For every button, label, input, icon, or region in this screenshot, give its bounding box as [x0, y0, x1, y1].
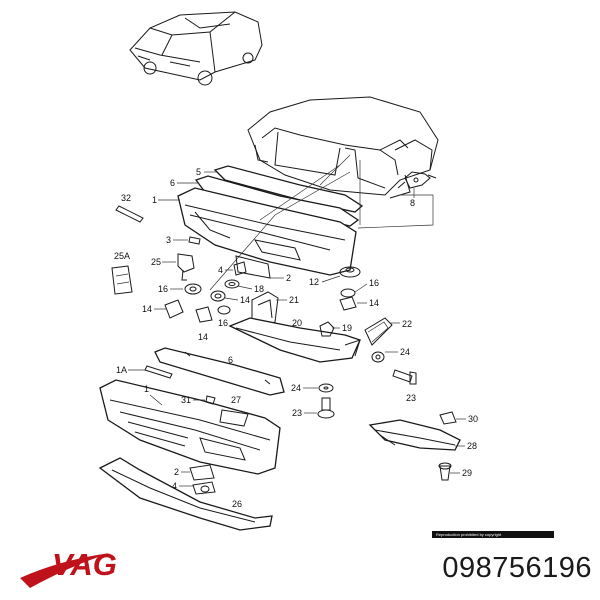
svg-text:18: 18	[254, 284, 264, 294]
vag-logo-text: VAG	[52, 547, 117, 582]
svg-text:16: 16	[158, 284, 168, 294]
svg-text:16: 16	[218, 318, 228, 328]
fog-lamp-upper: 4 2	[218, 255, 291, 283]
lamp-and-spoiler-lower: 2 4 26	[98, 457, 273, 531]
svg-text:8: 8	[410, 198, 415, 208]
clips-right: 12 16 14	[309, 266, 379, 311]
svg-text:32: 32	[121, 193, 131, 203]
car-thumbnail	[129, 11, 263, 86]
svg-text:26: 26	[232, 499, 242, 509]
cover-22: 22	[364, 317, 412, 346]
car-front-body	[247, 96, 439, 199]
svg-text:14: 14	[142, 304, 152, 314]
svg-text:2: 2	[174, 467, 179, 477]
svg-text:16: 16	[369, 278, 379, 288]
svg-text:14: 14	[369, 298, 379, 308]
svg-text:6: 6	[170, 178, 175, 188]
svg-text:25: 25	[151, 257, 161, 267]
strip-6-lower: 6 1A	[116, 347, 285, 396]
part-25A: 25A	[111, 251, 133, 295]
liner-28: 28 30 29	[368, 411, 478, 481]
svg-text:23: 23	[406, 393, 416, 403]
bumper-lower: 1 31 27	[99, 379, 281, 475]
part-3: 3	[166, 235, 201, 245]
svg-text:22: 22	[402, 319, 412, 329]
svg-text:2: 2	[286, 273, 291, 283]
svg-text:29: 29	[462, 468, 472, 478]
bumper-upper-assembly: 5 6 1	[152, 165, 364, 276]
vag-logo: VAG	[20, 547, 117, 588]
svg-text:4: 4	[218, 265, 223, 275]
svg-text:14: 14	[198, 332, 208, 342]
part-number: 098756196	[442, 552, 592, 584]
svg-text:30: 30	[468, 414, 478, 424]
clips-left: 16 18 14 14 14 16	[142, 279, 264, 342]
svg-text:1: 1	[152, 195, 157, 205]
svg-text:25A: 25A	[114, 251, 130, 261]
svg-text:3: 3	[166, 235, 171, 245]
svg-text:5: 5	[196, 167, 201, 177]
washer-24-right: 24	[371, 347, 410, 363]
part-32: 32	[115, 193, 144, 223]
svg-text:4: 4	[172, 481, 177, 491]
svg-text:20: 20	[292, 318, 302, 328]
copyright-strip: Reproduction prohibited by copyright	[432, 531, 554, 538]
svg-text:6: 6	[228, 355, 233, 365]
svg-text:1: 1	[144, 384, 149, 394]
svg-text:19: 19	[342, 323, 352, 333]
svg-text:24: 24	[291, 383, 301, 393]
svg-text:28: 28	[467, 441, 477, 451]
svg-text:21: 21	[289, 295, 299, 305]
nut-19: 19	[319, 321, 352, 337]
fasteners-center: 24 23	[291, 383, 335, 419]
part-25: 25	[151, 253, 195, 281]
undertray-20: 20	[228, 317, 361, 363]
svg-text:27: 27	[231, 395, 241, 405]
svg-text:23: 23	[292, 408, 302, 418]
copyright-note: Reproduction prohibited by copyright	[436, 532, 502, 537]
bracket-8: 8	[397, 171, 437, 208]
svg-text:14: 14	[240, 295, 250, 305]
svg-text:1A: 1A	[116, 365, 127, 375]
svg-text:12: 12	[309, 277, 319, 287]
bolt-23-right: 23	[392, 369, 417, 403]
svg-text:24: 24	[400, 347, 410, 357]
svg-text:31: 31	[181, 395, 191, 405]
